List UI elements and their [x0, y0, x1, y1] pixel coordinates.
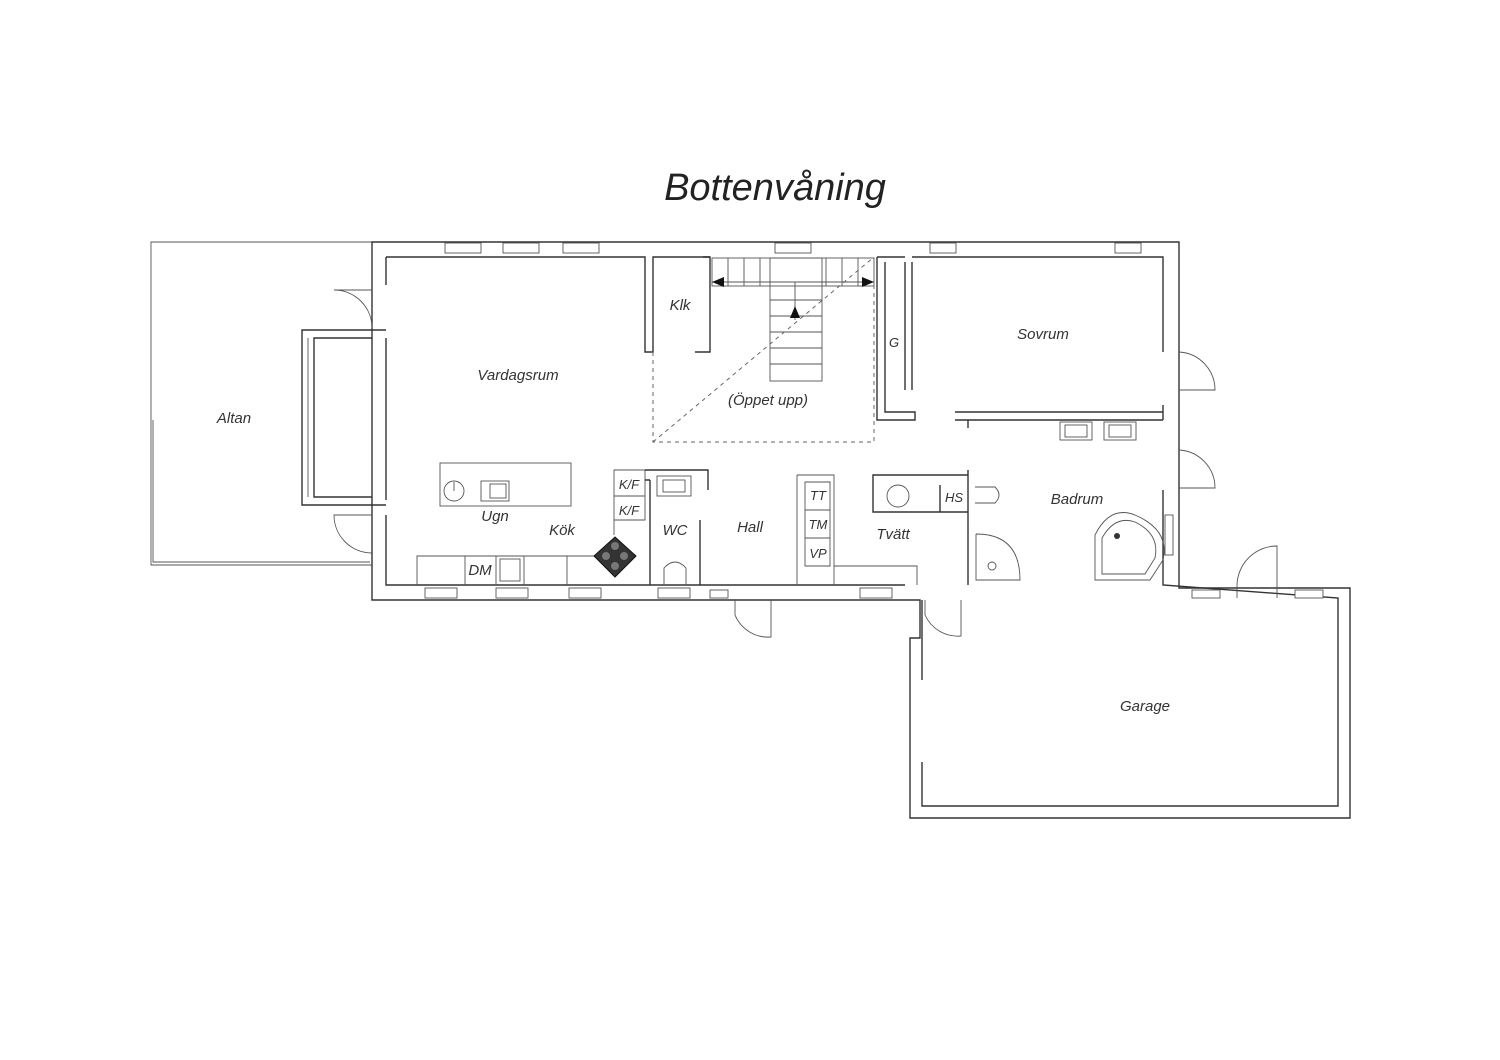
window — [568, 587, 602, 599]
window — [1191, 589, 1221, 599]
label-hall: Hall — [737, 519, 764, 536]
label-kok: Kök — [549, 522, 576, 539]
inner-wall — [385, 256, 1339, 807]
shower — [975, 533, 1021, 581]
window — [444, 242, 482, 254]
klk-wall — [695, 256, 711, 353]
laundry-machines — [796, 474, 918, 585]
label-wc: WC — [663, 522, 688, 539]
label-dm: DM — [468, 562, 492, 579]
window — [657, 587, 691, 599]
label-kf-bottom: K/F — [619, 503, 640, 518]
label-g: G — [889, 335, 899, 350]
outer-wall — [371, 241, 1351, 819]
door-sovrum — [1178, 351, 1216, 391]
bathtub — [1094, 512, 1165, 581]
label-tvatt: Tvätt — [876, 526, 910, 543]
kitchen-counter — [416, 555, 597, 585]
label-hs: HS — [945, 490, 963, 505]
g-closet-wall — [876, 257, 916, 421]
open-above-outline — [652, 256, 875, 443]
label-tt: TT — [810, 488, 827, 503]
fridge-freezer — [613, 469, 646, 535]
label-kf-top: K/F — [619, 477, 640, 492]
kitchen-island — [439, 462, 572, 507]
door-badrum — [1178, 449, 1216, 489]
sovrum-wall — [955, 411, 1163, 428]
label-badrum: Badrum — [1051, 491, 1104, 508]
altan-inner-edge — [152, 420, 370, 563]
window — [859, 587, 893, 599]
laundry-sink — [886, 484, 910, 508]
label-oppet-upp: (Öppet upp) — [728, 391, 808, 409]
kitchen-sink — [499, 558, 521, 582]
window — [562, 242, 600, 254]
label-sovrum: Sovrum — [1017, 326, 1069, 343]
page-title: Bottenvåning — [664, 167, 886, 209]
door-garage — [1236, 545, 1278, 598]
wc-sink — [656, 475, 692, 497]
window — [1114, 242, 1142, 254]
altan-outline — [150, 241, 372, 566]
sink-square — [480, 480, 510, 502]
door-tvatt — [924, 600, 962, 637]
label-garage: Garage — [1120, 698, 1170, 715]
label-tm: TM — [809, 517, 828, 532]
window — [1164, 514, 1174, 556]
label-vp: VP — [809, 546, 827, 561]
label-ugn: Ugn — [481, 508, 509, 525]
toilet — [975, 486, 1000, 504]
stove — [593, 536, 637, 578]
staircase — [711, 257, 875, 382]
door-altan-top — [333, 289, 373, 329]
label-klk: Klk — [670, 297, 692, 314]
window — [929, 242, 957, 254]
sink-round — [443, 480, 465, 502]
laundry-counter — [872, 470, 969, 585]
label-altan: Altan — [216, 410, 251, 427]
door-altan-bottom — [333, 514, 373, 554]
bay-window — [301, 329, 386, 506]
window — [1294, 589, 1324, 599]
door-hall — [734, 600, 772, 638]
wc-wall — [645, 469, 709, 585]
window — [424, 587, 458, 599]
label-vardagsrum: Vardagsrum — [477, 367, 558, 384]
bathroom-double-sink — [1059, 421, 1137, 441]
window — [774, 242, 812, 254]
window — [709, 589, 729, 599]
wc-toilet — [663, 561, 687, 585]
window — [495, 587, 529, 599]
window — [502, 242, 540, 254]
